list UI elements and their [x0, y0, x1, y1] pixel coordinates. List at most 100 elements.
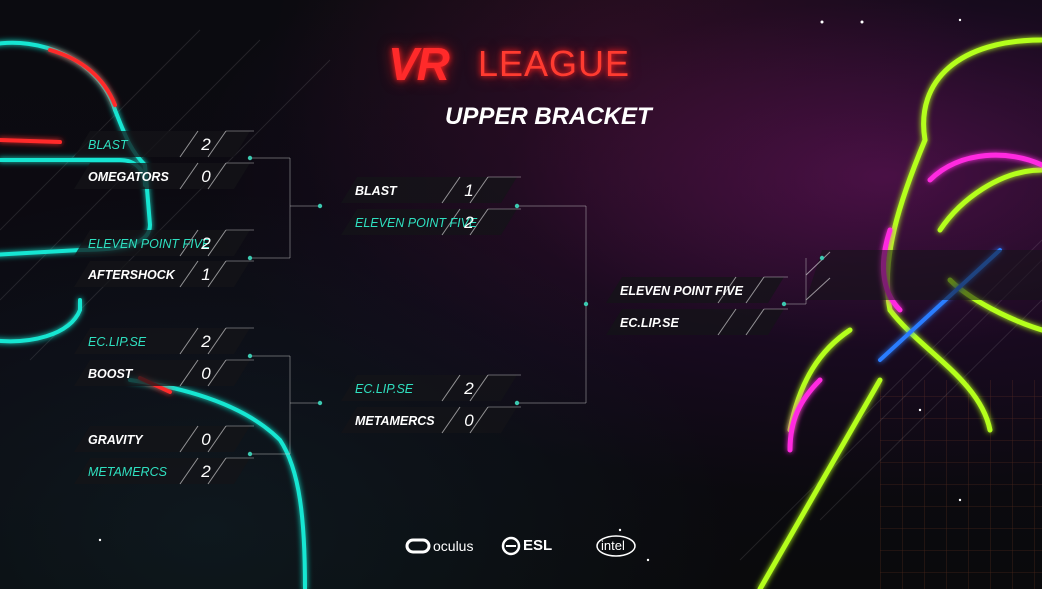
- match-1-team-a[interactable]: BLAST 2: [88, 132, 253, 158]
- match-7-team-b[interactable]: EC.LIP.SE: [620, 310, 785, 336]
- vr-league-logo: VR LEAGUE: [380, 38, 650, 90]
- team-name: EC.LIP.SE: [620, 316, 679, 330]
- slot-divider: [717, 276, 737, 304]
- slot-divider: [179, 327, 199, 355]
- slot-divider: [207, 425, 227, 453]
- oculus-logo-icon: [405, 538, 431, 554]
- match-4-team-b[interactable]: METAMERCS 2: [88, 459, 253, 485]
- esl-text: ESL: [523, 537, 553, 554]
- slot-panel: [341, 209, 517, 235]
- intel-logo-icon: [596, 535, 636, 557]
- final-slot-panel: [806, 250, 1042, 300]
- slot-divider: [469, 208, 489, 236]
- match-4-team-a[interactable]: GRAVITY 0: [88, 427, 253, 453]
- slot-divider: [469, 406, 489, 434]
- team-score: 2: [201, 462, 211, 481]
- slot-divider: [207, 130, 227, 158]
- slot-divider: [745, 308, 765, 336]
- team-name: BOOST: [88, 367, 133, 381]
- slot-divider: [717, 308, 737, 336]
- slot-divider: [805, 251, 831, 276]
- team-name: EC.LIP.SE: [88, 335, 147, 349]
- team-name: ELEVEN POINT FIVE: [88, 237, 211, 251]
- team-name: METAMERCS: [88, 465, 167, 479]
- slot-panel: [74, 131, 250, 157]
- slot-divider: [441, 406, 461, 434]
- slot-panel: [606, 309, 784, 335]
- slot-panel: [74, 328, 250, 354]
- slot-divider: [469, 176, 489, 204]
- team-name: GRAVITY: [88, 433, 143, 447]
- slot-divider: [179, 229, 199, 257]
- team-name: BLAST: [355, 184, 397, 198]
- slot-divider: [207, 457, 227, 485]
- logo-league-text: LEAGUE: [478, 43, 631, 84]
- intel-text: intel: [601, 538, 625, 553]
- connector-dot: [247, 451, 253, 457]
- oculus-text: oculus: [433, 538, 474, 554]
- match-7-team-a[interactable]: ELEVEN POINT FIVE: [620, 278, 785, 304]
- connector-dot: [514, 203, 520, 209]
- slot-divider: [207, 359, 227, 387]
- team-name: ELEVEN POINT FIVE: [620, 284, 743, 298]
- match-5-team-b[interactable]: ELEVEN POINT FIVE 2: [355, 210, 520, 236]
- team-name: METAMERCS: [355, 414, 435, 428]
- slot-divider: [469, 374, 489, 402]
- slot-divider: [207, 260, 227, 288]
- team-name: EC.LIP.SE: [355, 382, 414, 396]
- team-name: ELEVEN POINT FIVE: [355, 216, 478, 230]
- slot-divider: [179, 457, 199, 485]
- team-score: 0: [201, 430, 211, 449]
- team-score: 2: [464, 379, 474, 398]
- team-score: 0: [464, 411, 474, 430]
- slot-divider: [441, 176, 461, 204]
- slot-panel: [74, 458, 250, 484]
- slot-divider: [179, 130, 199, 158]
- slot-panel: [74, 360, 250, 386]
- slot-panel: [74, 163, 250, 189]
- match-1-team-b[interactable]: OMEGATORS 0: [88, 164, 253, 190]
- connector-dot: [247, 353, 253, 359]
- team-score: 0: [201, 167, 211, 186]
- slot-divider: [745, 276, 765, 304]
- slot-divider: [207, 162, 227, 190]
- team-score: 1: [201, 265, 211, 284]
- slot-divider: [805, 277, 831, 301]
- logo-vr-text: VR: [388, 38, 450, 90]
- connector-dot: [514, 400, 520, 406]
- slot-panel: [341, 177, 517, 203]
- slot-panel: [74, 230, 250, 256]
- slot-divider: [207, 229, 227, 257]
- slot-panel: [606, 277, 784, 303]
- team-score: 2: [201, 234, 211, 253]
- connector-dot: [583, 301, 589, 307]
- page-title: UPPER BRACKET: [445, 103, 652, 130]
- team-score: 0: [201, 364, 211, 383]
- match-5-team-a[interactable]: BLAST 1: [355, 178, 520, 204]
- match-2-team-b[interactable]: AFTERSHOCK 1: [88, 262, 253, 288]
- slot-divider: [179, 260, 199, 288]
- match-3-team-b[interactable]: BOOST 0: [88, 361, 253, 387]
- slot-divider: [179, 359, 199, 387]
- slot-panel: [341, 407, 517, 433]
- team-score: 2: [201, 332, 211, 351]
- slot-divider: [441, 374, 461, 402]
- slot-panel: [74, 261, 250, 287]
- slot-divider: [441, 208, 461, 236]
- connector-dot: [317, 400, 323, 406]
- match-2-team-a[interactable]: ELEVEN POINT FIVE 2: [88, 231, 253, 257]
- team-name: OMEGATORS: [88, 170, 169, 184]
- team-score: 2: [201, 135, 211, 154]
- connector-dot: [781, 301, 787, 307]
- match-3-team-a[interactable]: EC.LIP.SE 2: [88, 329, 253, 355]
- connector-dot: [247, 255, 253, 261]
- connector-dot: [247, 155, 253, 161]
- connector-dot: [819, 255, 825, 261]
- match-6-team-a[interactable]: EC.LIP.SE 2: [355, 376, 520, 402]
- team-name: AFTERSHOCK: [88, 268, 175, 282]
- match-6-team-b[interactable]: METAMERCS 0: [355, 408, 520, 434]
- team-score: 2: [464, 213, 474, 232]
- slot-panel: [74, 426, 250, 452]
